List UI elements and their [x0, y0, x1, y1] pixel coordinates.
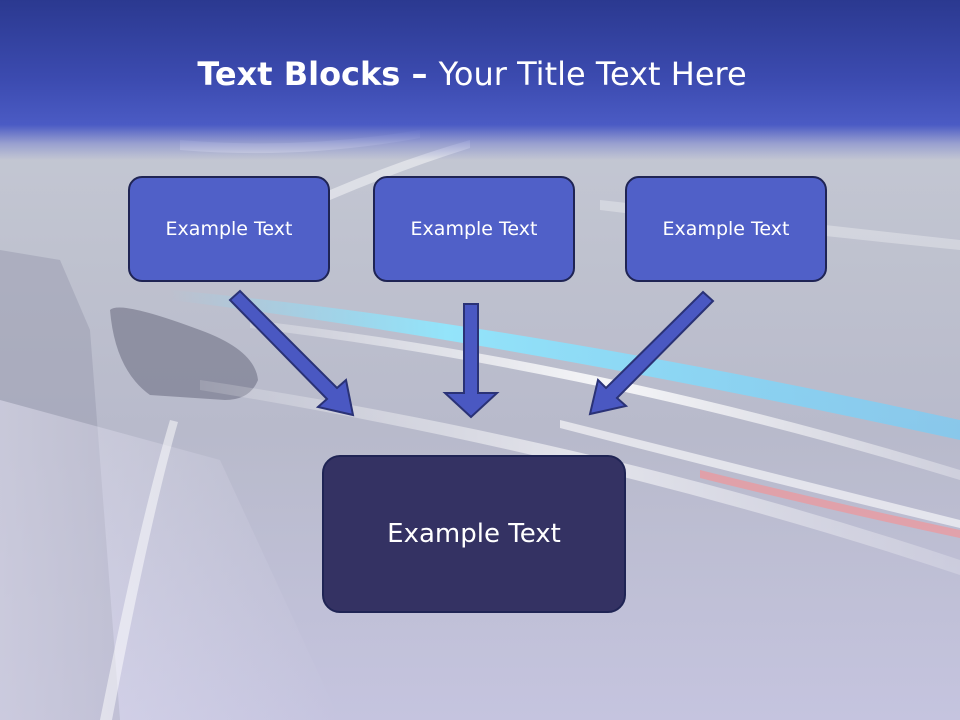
header-band — [0, 0, 960, 160]
arrow-right — [588, 290, 715, 416]
text-block-3: Example Text — [625, 176, 827, 282]
result-block: Example Text — [322, 455, 626, 613]
arrow-left — [228, 289, 355, 417]
title-dash: – — [400, 55, 439, 93]
slide-title: Text Blocks – Your Title Text Here — [0, 52, 944, 96]
light-streak — [100, 420, 178, 720]
car-mirror-shape — [110, 307, 258, 400]
light-streak — [200, 380, 960, 575]
light-streak — [250, 320, 960, 480]
arrow-center — [442, 303, 500, 419]
text-block-2: Example Text — [373, 176, 575, 282]
title-bold-part: Text Blocks — [197, 55, 401, 93]
light-streak — [700, 470, 960, 538]
text-block-1: Example Text — [128, 176, 330, 282]
light-glow — [0, 400, 340, 720]
title-rest: Your Title Text Here — [438, 55, 747, 93]
light-streak — [560, 420, 960, 528]
